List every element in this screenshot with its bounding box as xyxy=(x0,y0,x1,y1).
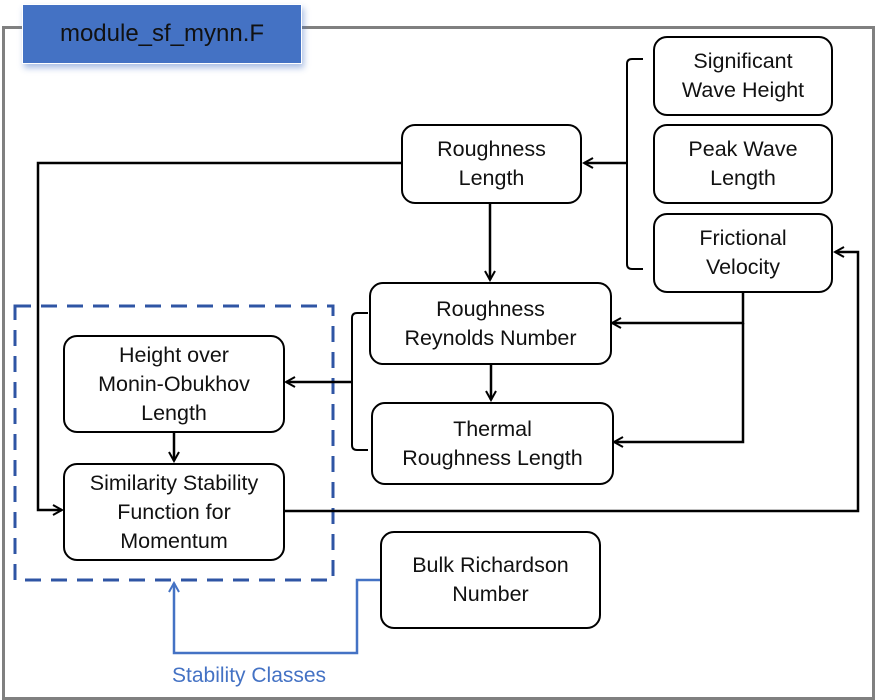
node-peak-wave-length: Peak Wave Length xyxy=(653,124,833,204)
edge-frictional-velocity-to-thermal xyxy=(614,323,745,442)
node-thermal-roughness-length: Thermal Roughness Length xyxy=(371,402,614,485)
edge-bulk-richardson-to-stability-group xyxy=(174,578,380,655)
module-title: module_sf_mynn.F xyxy=(22,4,302,64)
stability-group-dashed-box xyxy=(13,304,335,582)
edge-similarity-to-frictional-velocity xyxy=(285,252,860,513)
node-similarity-stability-function: Similarity Stability Function for Moment… xyxy=(63,463,285,561)
edge-roughness-length-to-similarity xyxy=(36,161,402,510)
node-roughness-length: Roughness Length xyxy=(401,124,582,204)
stability-classes-label: Stability Classes xyxy=(172,664,327,687)
node-bulk-richardson-number: Bulk Richardson Number xyxy=(380,531,601,629)
node-roughness-reynolds-number: Roughness Reynolds Number xyxy=(369,282,612,365)
node-height-over-monin-obukhov-length: Height over Monin-Obukhov Length xyxy=(63,335,285,433)
edge-frictional-velocity-to-reynolds xyxy=(612,292,745,323)
reynolds-thermal-bracket xyxy=(351,312,368,451)
node-significant-wave-height: Significant Wave Height xyxy=(653,36,833,116)
wave-inputs-bracket xyxy=(626,58,643,270)
node-frictional-velocity: Frictional Velocity xyxy=(653,213,833,293)
